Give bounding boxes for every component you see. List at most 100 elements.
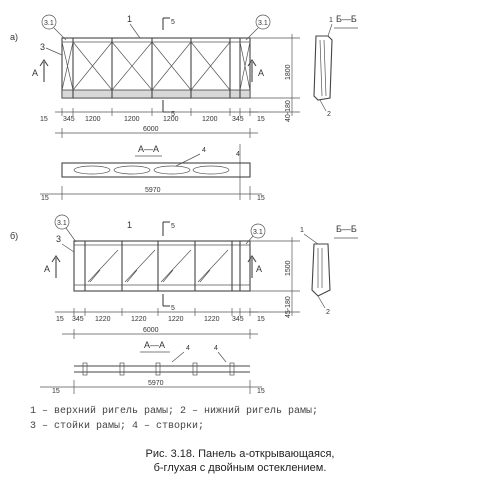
- caption-line: Рис. 3.18. Панель а-открывающаяся,: [145, 448, 335, 460]
- node-label-right: 3.1: [253, 229, 263, 236]
- height-dimension: 1800: [285, 64, 292, 80]
- node-label-left: 3.1: [44, 20, 54, 27]
- leader-line: [303, 233, 319, 245]
- section-glazing: [319, 39, 327, 97]
- node-circle-left: [41, 14, 57, 30]
- total-width: 6000: [143, 327, 159, 334]
- panel-a-section: Б—Б 1 2: [313, 14, 358, 118]
- panel-a-letter: а): [10, 32, 18, 42]
- dimension-ticks: [61, 108, 251, 116]
- leader-line: [327, 23, 333, 37]
- node-circle-right: [250, 223, 266, 239]
- panel-b-section: Б—Б 1 2: [300, 224, 358, 316]
- leader-line: [53, 27, 67, 41]
- bay-dimension: 345: [72, 316, 84, 323]
- figure-caption: Рис. 3.18. Панель а-открывающаяся, б-глу…: [90, 447, 390, 475]
- bay-dimension: 1200: [202, 116, 218, 123]
- section-mark-label: 5: [171, 19, 175, 26]
- plan-title: А—А: [138, 144, 159, 154]
- plan-edge-right: 15: [257, 388, 265, 395]
- section-profile: [313, 35, 333, 101]
- plan-callout: 4: [214, 345, 218, 352]
- leader-line: [61, 243, 75, 253]
- plan-callout: 4: [186, 345, 190, 352]
- panel-a-sash-crosses: [61, 41, 251, 91]
- bay-dimension: 1220: [168, 316, 184, 323]
- leader-line: [65, 227, 77, 243]
- legend: 1 – верхний ригель рамы; 2 – нижний риге…: [30, 404, 490, 434]
- bay-dimension: 1220: [204, 316, 220, 323]
- bottom-dimension: 40-180: [285, 100, 292, 122]
- section-mark-label: 5: [171, 111, 175, 118]
- bay-dimension: 15: [56, 316, 64, 323]
- bottom-dimension: 45-180: [285, 296, 292, 318]
- section-profile: [311, 243, 331, 297]
- legend-line: 3 – стойки рамы; 4 – створки;: [30, 421, 205, 432]
- total-width: 6000: [143, 126, 159, 133]
- section-callout-2: 2: [327, 111, 331, 118]
- panel-b-elevation: б) 3.1 3.1 3 5 5 А А: [10, 214, 300, 339]
- section-mark-label: 5: [171, 223, 175, 230]
- bay-dimension: 1220: [95, 316, 111, 323]
- panel-a-elevation: а) 3.1 3.1 1 3: [10, 14, 300, 138]
- legend-line: 1 – верхний ригель рамы; 2 – нижний риге…: [30, 406, 319, 417]
- view-arrow-label-left: А: [44, 264, 50, 274]
- plan-sash-ovals: [73, 165, 230, 175]
- height-dimension: 1500: [285, 260, 292, 276]
- panel-b-letter: б): [10, 231, 18, 241]
- bay-dimension: 345: [63, 116, 75, 123]
- view-arrow-right-icon: [247, 255, 257, 278]
- section-title: Б—Б: [336, 14, 357, 24]
- callout-3: 3: [40, 42, 45, 52]
- section-callout-1: 1: [329, 17, 333, 24]
- bay-dimension: 1220: [131, 316, 147, 323]
- panel-a-plan: А—А 4 4 15 5970 15: [40, 144, 265, 202]
- plan-edge-left: 15: [52, 388, 60, 395]
- leader-line: [319, 99, 327, 112]
- dimension-ticks: [73, 308, 251, 316]
- plan-edge-left: 15: [41, 195, 49, 202]
- view-arrow-left-icon: [39, 59, 49, 82]
- leader-line: [317, 295, 326, 309]
- panel-b-plan: А—А 4 4 15 5970 15: [40, 340, 265, 395]
- view-arrow-label-right: А: [258, 68, 264, 78]
- section-glazing: [317, 248, 323, 288]
- section-title: Б—Б: [336, 224, 357, 234]
- plan-title: А—А: [144, 340, 165, 350]
- view-arrow-label-left: А: [32, 68, 38, 78]
- plan-callout: 4: [202, 147, 206, 154]
- leader-line: [129, 23, 141, 39]
- leader-line: [171, 351, 185, 363]
- bay-dimension: 15: [257, 116, 265, 123]
- plan-width: 5970: [145, 187, 161, 194]
- bay-dimension: 15: [40, 116, 48, 123]
- leader-line: [175, 153, 201, 167]
- section-callout-1: 1: [300, 227, 304, 234]
- leader-line: [45, 47, 63, 56]
- bay-dimension: 345: [232, 116, 244, 123]
- plan-width: 5970: [148, 380, 164, 387]
- callout-3: 3: [56, 234, 61, 244]
- node-label-left: 3.1: [57, 220, 67, 227]
- plan-section-body: [61, 162, 251, 178]
- callout-1: 1: [127, 220, 132, 230]
- section-mark-label: 5: [171, 305, 175, 312]
- plan-callout: 4: [236, 151, 240, 158]
- panel-b-frame: [73, 240, 251, 292]
- view-arrow-right-icon: [247, 59, 257, 82]
- plan-edge-right: 15: [257, 195, 265, 202]
- bay-dimension: 1200: [124, 116, 140, 123]
- caption-line: б-глухая с двойным остеклением.: [153, 462, 327, 474]
- panel-a-bottom-rail: [61, 89, 251, 99]
- node-label-right: 3.1: [258, 20, 268, 27]
- view-arrow-label-right: А: [256, 264, 262, 274]
- section-callout-2: 2: [326, 309, 330, 316]
- panel-b-glazing-marks: [87, 249, 229, 283]
- bay-dimension: 1200: [85, 116, 101, 123]
- bay-dimension: 15: [257, 316, 265, 323]
- callout-1: 1: [127, 14, 132, 24]
- node-circle-right: [255, 14, 271, 30]
- bay-dimension: 345: [232, 316, 244, 323]
- view-arrow-left-icon: [51, 255, 61, 278]
